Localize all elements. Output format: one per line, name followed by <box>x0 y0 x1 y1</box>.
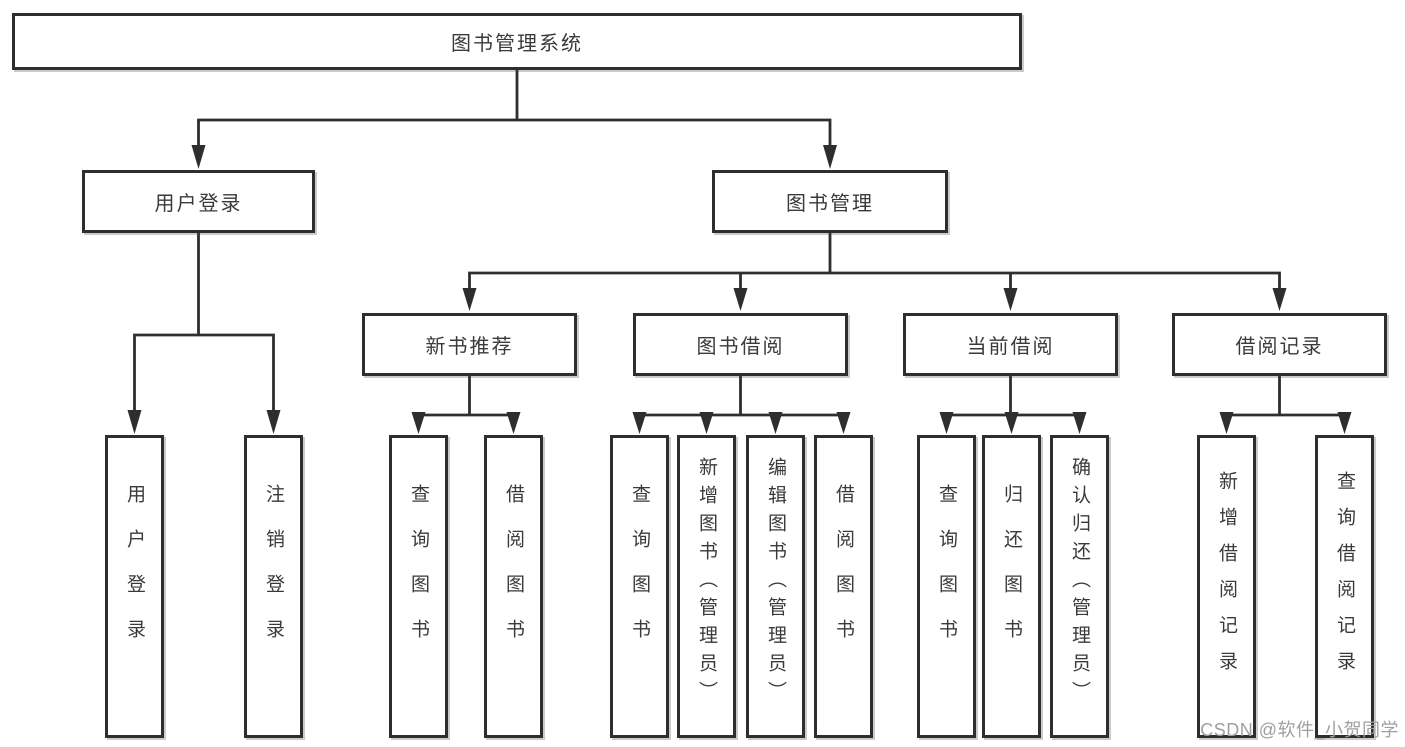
node-borrow-records: 借阅记录 <box>1172 313 1387 376</box>
node-current-borrow: 当前借阅 <box>903 313 1118 376</box>
node-label: 归还图书 <box>1001 483 1022 664</box>
node-label: 用户登录 <box>154 193 243 215</box>
node-book-borrow: 图书借阅 <box>633 313 848 376</box>
leaf-logout: 注销登录 <box>244 435 303 738</box>
node-label: 新增图书（管理员） <box>696 456 717 709</box>
node-label: 查询图书 <box>629 483 650 664</box>
node-root: 图书管理系统 <box>12 13 1022 70</box>
node-label: 当前借阅 <box>966 336 1055 358</box>
node-label: 图书管理系统 <box>451 33 583 55</box>
leaf-confirm-return-admin: 确认归还（管理员） <box>1050 435 1109 738</box>
node-label: 用户登录 <box>124 483 145 664</box>
leaf-query-borrow-record: 查询借阅记录 <box>1315 435 1374 738</box>
leaf-query-books-borrow: 查询图书 <box>610 435 669 738</box>
leaf-edit-book-admin: 编辑图书（管理员） <box>746 435 805 738</box>
node-label: 借阅记录 <box>1235 336 1324 358</box>
node-label: 图书借阅 <box>696 336 785 358</box>
leaf-query-books-recommend: 查询图书 <box>389 435 448 738</box>
leaf-user-login: 用户登录 <box>105 435 164 738</box>
node-label: 确认归还（管理员） <box>1069 456 1090 709</box>
leaf-return-books: 归还图书 <box>982 435 1041 738</box>
node-label: 借阅图书 <box>503 483 524 664</box>
node-new-book-recommend: 新书推荐 <box>362 313 577 376</box>
node-label: 编辑图书（管理员） <box>765 456 786 709</box>
node-label: 查询图书 <box>936 483 957 664</box>
node-label: 新增借阅记录 <box>1216 470 1237 687</box>
leaf-add-borrow-record: 新增借阅记录 <box>1197 435 1256 738</box>
leaf-borrow-books: 借阅图书 <box>814 435 873 738</box>
node-label: 借阅图书 <box>833 483 854 664</box>
node-user-login: 用户登录 <box>82 170 315 233</box>
node-label: 查询图书 <box>408 483 429 664</box>
node-label: 查询借阅记录 <box>1334 470 1355 687</box>
leaf-borrow-books-recommend: 借阅图书 <box>484 435 543 738</box>
node-book-management: 图书管理 <box>712 170 948 233</box>
leaf-query-books-current: 查询图书 <box>917 435 976 738</box>
csdn-watermark: CSDN @软件_小贺同学 <box>1200 720 1399 740</box>
node-label: 图书管理 <box>786 193 874 215</box>
node-label: 新书推荐 <box>425 336 514 358</box>
leaf-add-book-admin: 新增图书（管理员） <box>677 435 736 738</box>
node-label: 注销登录 <box>263 483 284 664</box>
